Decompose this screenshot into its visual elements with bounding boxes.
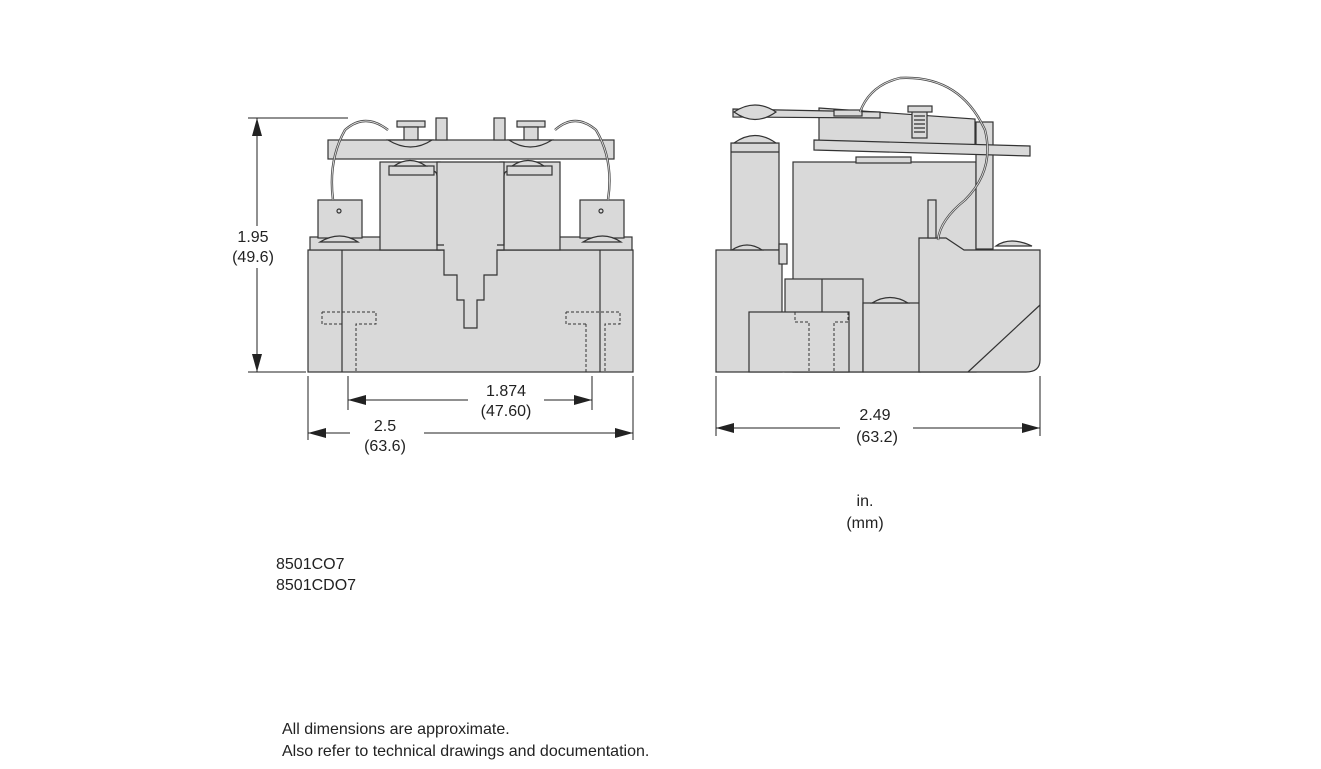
depth-inches: 2.49 <box>859 407 890 424</box>
units-mm: (mm) <box>846 515 883 532</box>
height-mm: (49.6) <box>232 249 274 266</box>
contact-bar <box>327 139 615 160</box>
width-inches: 2.5 <box>374 418 396 435</box>
footnote: Also refer to technical drawings and doc… <box>282 743 649 760</box>
armature-stem <box>436 161 505 329</box>
part-number: 8501CO7 <box>276 556 345 573</box>
height-dimension: 1.95 (49.6) <box>232 117 348 373</box>
mounting-slot-left <box>321 311 377 372</box>
mount-inches: 1.874 <box>486 383 526 400</box>
side-base <box>918 237 1041 373</box>
depth-mm: (63.2) <box>856 429 898 446</box>
terminal-right <box>579 199 625 239</box>
terminal-left <box>317 199 363 239</box>
mounting-slot-right <box>565 311 621 372</box>
part-number: 8501CDO7 <box>276 577 356 594</box>
units-inches: in. <box>857 493 874 510</box>
side-view-relay <box>715 76 1041 373</box>
width-dimension: 2.5 (63.6) <box>307 376 634 455</box>
coil-left <box>379 161 441 251</box>
width-mm: (63.6) <box>364 438 406 455</box>
front-view-relay <box>307 117 634 373</box>
depth-dimension: 2.49 (63.2) <box>715 376 1041 446</box>
height-inches: 1.95 <box>237 229 268 246</box>
mount-mm: (47.60) <box>481 403 532 420</box>
footnote: All dimensions are approximate. <box>282 721 510 738</box>
armature-side <box>813 139 1031 157</box>
mounting-dimension: 1.874 (47.60) <box>347 376 593 420</box>
